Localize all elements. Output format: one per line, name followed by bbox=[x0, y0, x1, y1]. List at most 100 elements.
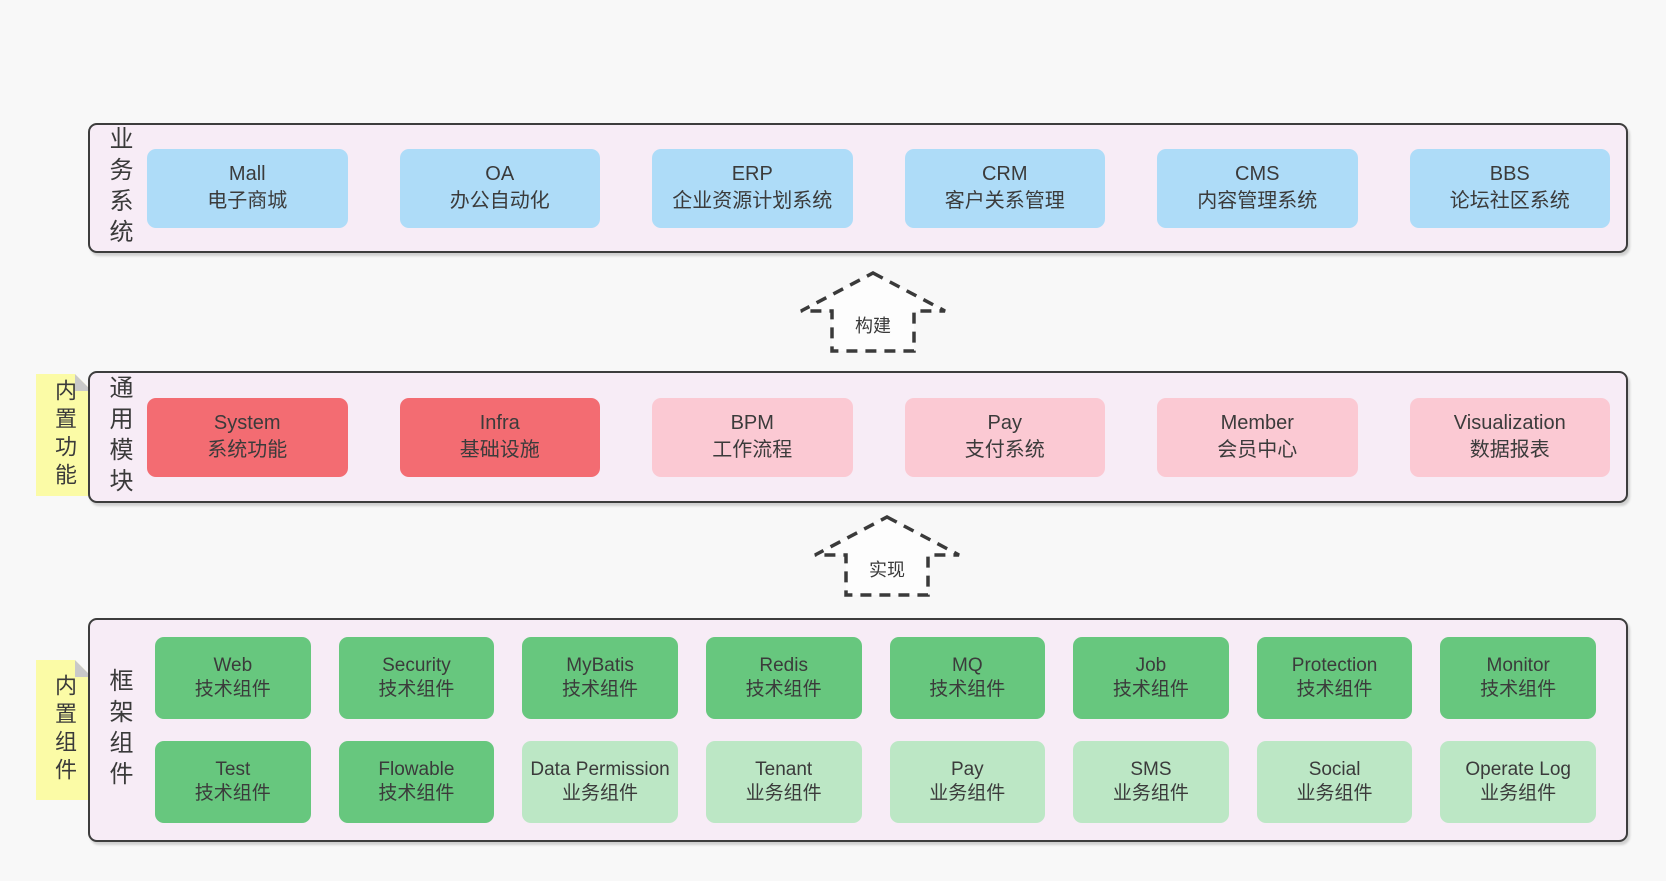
build-arrow: 构建 bbox=[798, 270, 948, 354]
box-pay-module: Pay 支付系统 bbox=[904, 397, 1105, 477]
box-title-zh: 技术组件 bbox=[745, 679, 822, 700]
box-title-zh: 技术组件 bbox=[929, 679, 1006, 700]
implement-arrow: 实现 bbox=[812, 514, 962, 598]
box-crm: CRM 客户关系管理 bbox=[904, 148, 1105, 228]
box-title-en: Pay bbox=[987, 412, 1022, 435]
box-bbs: BBS 论坛社区系统 bbox=[1409, 148, 1610, 228]
box-cms: CMS 内容管理系统 bbox=[1157, 148, 1358, 228]
box-title-zh: 技术组件 bbox=[1112, 679, 1189, 700]
box-title-en: Tenant bbox=[755, 758, 813, 780]
box-sms: SMS 业务组件 bbox=[1073, 741, 1229, 823]
business-systems-container: 业务系统 Mall 电子商城 OA 办公自动化 ERP bbox=[88, 123, 1628, 253]
box-system: System 系统功能 bbox=[147, 397, 348, 477]
box-infra: Infra 基础设施 bbox=[399, 397, 600, 477]
box-title-en: Operate Log bbox=[1465, 758, 1571, 780]
common-modules-row: System 系统功能 Infra 基础设施 BPM 工作流程 Pay bbox=[147, 397, 1610, 477]
box-title-zh: 系统功能 bbox=[207, 439, 288, 461]
box-bpm: BPM 工作流程 bbox=[652, 397, 853, 477]
box-title-en: Flowable bbox=[378, 758, 455, 780]
box-title-en: Mall bbox=[228, 163, 266, 186]
box-title-zh: 客户关系管理 bbox=[944, 190, 1065, 212]
box-title-zh: 业务组件 bbox=[1480, 783, 1557, 804]
box-title-en: Social bbox=[1308, 758, 1361, 780]
box-title-zh: 技术组件 bbox=[378, 783, 455, 804]
box-title-zh: 支付系统 bbox=[964, 439, 1045, 461]
box-title-zh: 业务组件 bbox=[745, 783, 822, 804]
build-arrow-label: 构建 bbox=[852, 312, 894, 338]
box-title-en: Monitor bbox=[1486, 654, 1550, 676]
box-title-en: Data Permission bbox=[530, 758, 670, 780]
box-title-zh: 技术组件 bbox=[1296, 679, 1373, 700]
box-security: Security 技术组件 bbox=[338, 637, 495, 719]
box-title-zh: 数据报表 bbox=[1469, 439, 1550, 461]
box-operate-log: Operate Log 业务组件 bbox=[1440, 741, 1596, 823]
box-title-en: BPM bbox=[730, 412, 774, 435]
box-title-zh: 企业资源计划系统 bbox=[672, 190, 833, 212]
business-systems-side-label: 业务系统 bbox=[105, 126, 132, 250]
box-title-zh: 技术组件 bbox=[1480, 679, 1557, 700]
box-test: Test 技术组件 bbox=[155, 741, 311, 823]
box-title-en: Redis bbox=[759, 654, 808, 676]
box-title-zh: 内容管理系统 bbox=[1197, 190, 1318, 212]
box-title-zh: 业务组件 bbox=[562, 783, 639, 804]
framework-components-container: 框架组件 Web 技术组件 Security 技术组件 MyBatis bbox=[88, 618, 1628, 842]
box-member: Member 会员中心 bbox=[1157, 397, 1358, 477]
box-oa: OA 办公自动化 bbox=[399, 148, 600, 228]
framework-components-rows: Web 技术组件 Security 技术组件 MyBatis 技术组件 bbox=[155, 620, 1596, 840]
box-title-en: Security bbox=[382, 654, 451, 676]
box-redis: Redis 技术组件 bbox=[705, 637, 862, 719]
box-title-en: ERP bbox=[731, 163, 773, 186]
box-title-en: BBS bbox=[1489, 163, 1530, 186]
box-title-en: Visualization bbox=[1453, 412, 1566, 435]
box-title-en: SMS bbox=[1130, 758, 1172, 780]
box-web: Web 技术组件 bbox=[155, 637, 311, 719]
business-systems-rows: Mall 电子商城 OA 办公自动化 ERP 企业资源计划系统 CRM bbox=[147, 125, 1610, 251]
built-in-components-label: 内置组件 bbox=[52, 674, 77, 786]
box-title-zh: 工作流程 bbox=[712, 439, 793, 461]
box-erp: ERP 企业资源计划系统 bbox=[652, 148, 853, 228]
box-title-zh: 技术组件 bbox=[194, 679, 271, 700]
box-title-zh: 业务组件 bbox=[1112, 783, 1189, 804]
built-in-functions-label: 内置功能 bbox=[52, 379, 77, 491]
business-systems-row: Mall 电子商城 OA 办公自动化 ERP 企业资源计划系统 CRM bbox=[147, 148, 1610, 228]
framework-components-row-2: Test 技术组件 Flowable 技术组件 Data Permission … bbox=[155, 741, 1596, 823]
box-title-en: Job bbox=[1135, 654, 1167, 676]
box-protection: Protection 技术组件 bbox=[1256, 637, 1413, 719]
box-monitor: Monitor 技术组件 bbox=[1440, 637, 1596, 719]
box-title-zh: 技术组件 bbox=[562, 679, 639, 700]
box-title-en: CRM bbox=[981, 163, 1028, 186]
box-title-en: Web bbox=[213, 654, 253, 676]
box-mq: MQ 技术组件 bbox=[889, 637, 1046, 719]
common-modules-side-label: 通用模块 bbox=[105, 375, 132, 499]
built-in-functions-sticky-note: 内置功能 bbox=[36, 374, 92, 496]
box-visualization: Visualization 数据报表 bbox=[1409, 397, 1610, 477]
box-flowable: Flowable 技术组件 bbox=[338, 741, 495, 823]
framework-components-row-1: Web 技术组件 Security 技术组件 MyBatis 技术组件 bbox=[155, 637, 1596, 719]
box-pay-component: Pay 业务组件 bbox=[889, 741, 1046, 823]
framework-components-side-label: 框架组件 bbox=[105, 668, 132, 792]
box-mall: Mall 电子商城 bbox=[147, 148, 348, 228]
box-title-zh: 技术组件 bbox=[378, 679, 455, 700]
box-title-zh: 业务组件 bbox=[1296, 783, 1373, 804]
box-title-en: Test bbox=[215, 758, 251, 780]
implement-arrow-label: 实现 bbox=[866, 556, 908, 582]
box-title-zh: 会员中心 bbox=[1217, 439, 1298, 461]
box-title-zh: 办公自动化 bbox=[449, 190, 550, 212]
box-title-zh: 电子商城 bbox=[207, 190, 288, 212]
box-mybatis: MyBatis 技术组件 bbox=[522, 637, 678, 719]
box-social: Social 业务组件 bbox=[1256, 741, 1413, 823]
built-in-components-sticky-note: 内置组件 bbox=[36, 660, 92, 800]
box-title-en: MQ bbox=[952, 654, 983, 676]
box-title-en: Infra bbox=[479, 412, 520, 435]
box-job: Job 技术组件 bbox=[1073, 637, 1229, 719]
box-title-en: MyBatis bbox=[566, 654, 634, 676]
box-title-en: OA bbox=[485, 163, 515, 186]
box-title-zh: 论坛社区系统 bbox=[1449, 190, 1570, 212]
box-title-zh: 基础设施 bbox=[459, 439, 540, 461]
box-data-permission: Data Permission 业务组件 bbox=[522, 741, 678, 823]
common-modules-rows: System 系统功能 Infra 基础设施 BPM 工作流程 Pay bbox=[147, 373, 1610, 501]
box-title-zh: 技术组件 bbox=[194, 783, 271, 804]
box-title-en: Protection bbox=[1291, 654, 1378, 676]
common-modules-container: 通用模块 System 系统功能 Infra 基础设施 BPM bbox=[88, 371, 1628, 503]
